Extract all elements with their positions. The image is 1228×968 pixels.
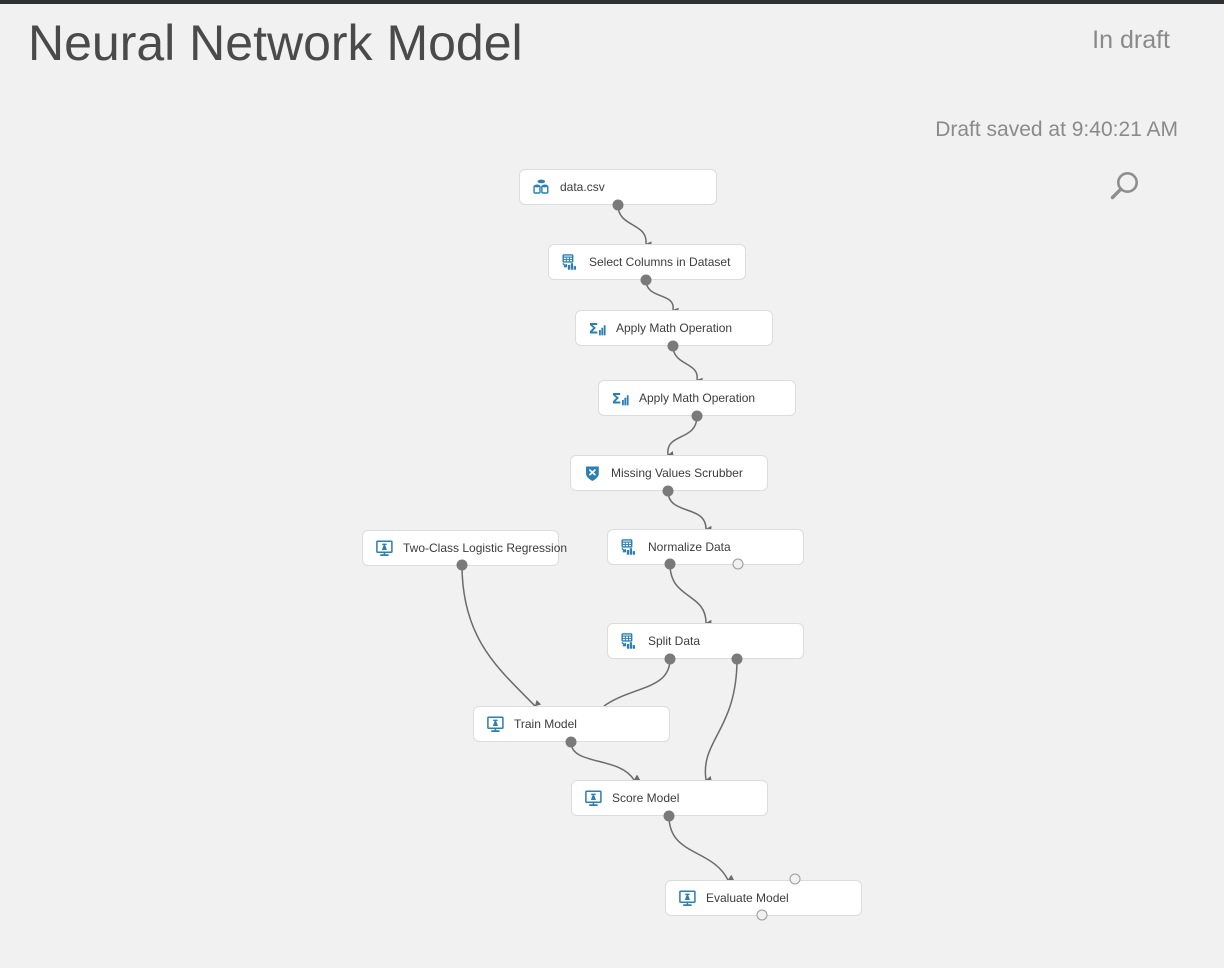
model-monitor-icon xyxy=(375,539,394,558)
node-label: Apply Math Operation xyxy=(639,391,756,405)
port-output-math-op-2[interactable] xyxy=(691,410,703,422)
port-output-train-model[interactable] xyxy=(565,736,577,748)
edge-two-class-lr-to-train-model xyxy=(461,564,542,707)
node-missing-values[interactable]: Missing Values Scrubber xyxy=(570,455,768,491)
svg-text:Σ: Σ xyxy=(589,321,599,337)
node-label: Train Model xyxy=(514,717,577,731)
port-input-evaluate-model[interactable] xyxy=(789,873,801,885)
port-output-score-model[interactable] xyxy=(663,810,675,822)
node-label: Two-Class Logistic Regression xyxy=(403,541,568,555)
node-label: Select Columns in Dataset xyxy=(589,255,731,269)
right-edge-strip xyxy=(1224,0,1228,968)
edge-math-op-1-to-math-op-2 xyxy=(672,345,703,385)
table-chart-icon xyxy=(561,253,580,272)
port-output-two-class-lr[interactable] xyxy=(456,559,468,571)
edge-normalize-data-to-split-data xyxy=(669,563,712,627)
node-label: Apply Math Operation xyxy=(616,321,733,335)
search-icon[interactable] xyxy=(1103,166,1145,208)
edge-split-data-to-score-model xyxy=(704,658,738,783)
node-train-model[interactable]: Train Model xyxy=(473,706,670,742)
node-data-csv[interactable]: data.csv xyxy=(519,169,717,205)
edge-score-model-to-evaluate-model xyxy=(668,815,735,881)
node-normalize-data[interactable]: Normalize Data xyxy=(607,529,804,565)
node-label: Score Model xyxy=(612,791,680,805)
edge-train-model-to-score-model xyxy=(570,741,641,781)
node-math-op-2[interactable]: Σ Apply Math Operation xyxy=(598,380,796,416)
model-monitor-icon xyxy=(584,789,603,808)
top-strip xyxy=(0,0,1224,4)
node-split-data[interactable]: Split Data xyxy=(607,623,804,659)
edge-select-columns-to-math-op-1 xyxy=(645,279,679,315)
edge-math-op-2-to-missing-values xyxy=(667,415,698,458)
port-output-evaluate-model[interactable] xyxy=(756,909,768,921)
sigma-chart-icon: Σ xyxy=(588,319,607,338)
shield-x-icon xyxy=(583,464,602,483)
port-output-math-op-1[interactable] xyxy=(667,340,679,352)
edge-data-csv-to-select-columns xyxy=(617,204,652,248)
sigma-chart-icon: Σ xyxy=(611,389,630,408)
dataset-icon xyxy=(532,178,551,197)
model-monitor-icon xyxy=(678,889,697,908)
node-label: Normalize Data xyxy=(648,540,731,554)
node-label: Missing Values Scrubber xyxy=(611,466,743,480)
port-output-data-csv[interactable] xyxy=(612,199,624,211)
edge-missing-values-to-normalize-data xyxy=(667,490,712,533)
table-chart-icon xyxy=(620,538,639,557)
port-output-select-columns[interactable] xyxy=(640,274,652,286)
node-label: data.csv xyxy=(560,180,605,194)
draft-saved-text: Draft saved at 9:40:21 AM xyxy=(935,118,1178,141)
node-label: Evaluate Model xyxy=(706,891,789,905)
model-monitor-icon xyxy=(486,715,505,734)
port-output-normalize-data[interactable] xyxy=(664,558,676,570)
node-math-op-1[interactable]: Σ Apply Math Operation xyxy=(575,310,773,346)
page-title: Neural Network Model xyxy=(28,15,523,71)
port-output-split-data[interactable] xyxy=(731,653,743,665)
port-output-split-data[interactable] xyxy=(664,653,676,665)
node-label: Split Data xyxy=(648,634,701,648)
table-chart-icon xyxy=(620,632,639,651)
status-badge: In draft xyxy=(1092,26,1170,54)
svg-text:Σ: Σ xyxy=(612,391,622,407)
edge-split-data-to-train-model xyxy=(603,658,671,713)
port-output-missing-values[interactable] xyxy=(662,485,674,497)
node-score-model[interactable]: Score Model xyxy=(571,780,768,816)
port-output-normalize-data[interactable] xyxy=(732,558,744,570)
